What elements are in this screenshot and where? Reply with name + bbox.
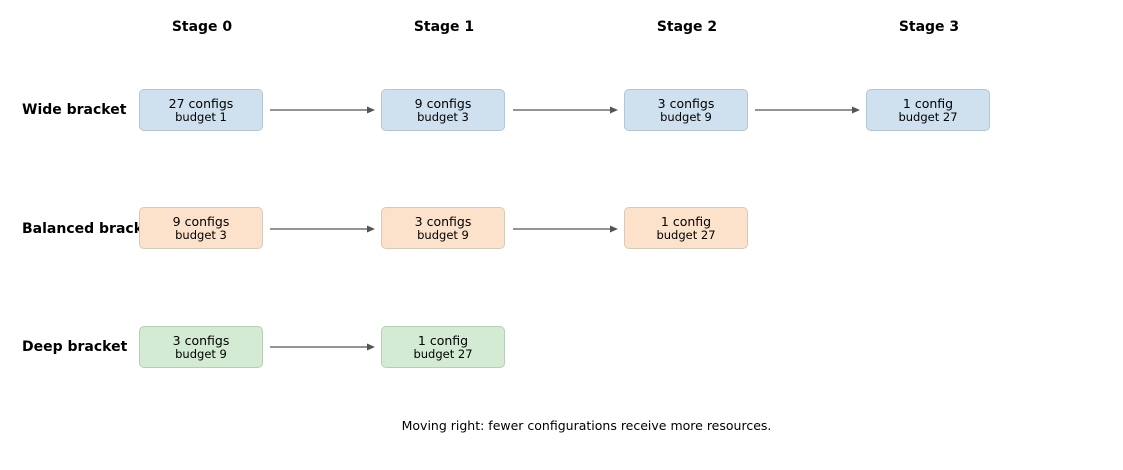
deep-stage-0-node: 3 configs budget 9 — [139, 326, 263, 368]
node-budget: budget 1 — [175, 110, 227, 124]
node-configs: 3 configs — [172, 333, 230, 348]
arrow-right-icon — [513, 105, 619, 115]
node-configs: 9 configs — [172, 214, 230, 229]
wide-stage-3-node: 1 config budget 27 — [866, 89, 990, 131]
stage-header-3: Stage 3 — [898, 19, 960, 35]
balanced-stage-2-node: 1 config budget 27 — [624, 207, 748, 249]
node-configs: 27 configs — [168, 96, 234, 111]
node-configs: 1 config — [902, 96, 954, 111]
wide-stage-1-node: 9 configs budget 3 — [381, 89, 505, 131]
node-budget: budget 27 — [898, 110, 958, 124]
footer-caption: Moving right: fewer configurations recei… — [401, 418, 772, 433]
node-budget: budget 9 — [175, 347, 227, 361]
deep-stage-1-node: 1 config budget 27 — [381, 326, 505, 368]
node-configs: 3 configs — [414, 214, 472, 229]
wide-stage-0-node: 27 configs budget 1 — [139, 89, 263, 131]
node-budget: budget 3 — [417, 110, 469, 124]
node-budget: budget 3 — [175, 228, 227, 242]
node-configs: 9 configs — [414, 96, 472, 111]
row-label-deep: Deep bracket — [22, 339, 128, 355]
wide-stage-2-node: 3 configs budget 9 — [624, 89, 748, 131]
arrow-right-icon — [513, 224, 619, 234]
node-budget: budget 27 — [656, 228, 716, 242]
node-budget: budget 27 — [413, 347, 473, 361]
stage-header-0: Stage 0 — [171, 19, 233, 35]
balanced-stage-0-node: 9 configs budget 3 — [139, 207, 263, 249]
node-configs: 1 config — [660, 214, 712, 229]
node-budget: budget 9 — [660, 110, 712, 124]
arrow-right-icon — [270, 105, 376, 115]
node-budget: budget 9 — [417, 228, 469, 242]
stage-header-2: Stage 2 — [656, 19, 718, 35]
balanced-stage-1-node: 3 configs budget 9 — [381, 207, 505, 249]
row-label-wide: Wide bracket — [22, 102, 127, 118]
arrow-right-icon — [270, 342, 376, 352]
node-configs: 1 config — [417, 333, 469, 348]
stage-header-1: Stage 1 — [413, 19, 475, 35]
arrow-right-icon — [270, 224, 376, 234]
row-label-balanced: Balanced bracket — [22, 221, 159, 237]
node-configs: 3 configs — [657, 96, 715, 111]
arrow-right-icon — [755, 105, 861, 115]
